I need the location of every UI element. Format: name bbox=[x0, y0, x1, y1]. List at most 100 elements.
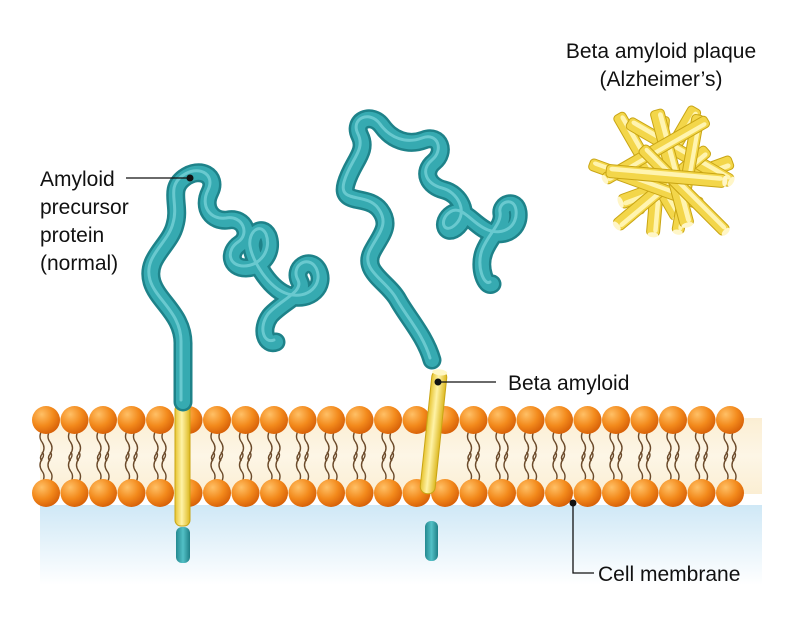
cytoplasm-region bbox=[40, 505, 762, 585]
lipid-head bbox=[459, 406, 488, 434]
lipid-tail bbox=[731, 451, 737, 484]
lipid-head bbox=[260, 406, 288, 434]
lipid-tails bbox=[39, 429, 737, 484]
lipid-head bbox=[488, 479, 516, 507]
lipid-tail bbox=[495, 429, 501, 462]
lipid-tail bbox=[694, 429, 701, 462]
lipid-head bbox=[288, 406, 317, 434]
lipid-tail bbox=[531, 429, 538, 462]
lipid-head bbox=[630, 479, 659, 507]
beta-amyloid-label: Beta amyloid bbox=[508, 372, 629, 395]
lipid-head bbox=[32, 479, 60, 507]
lipid-head bbox=[146, 479, 174, 507]
lipid-tail bbox=[75, 429, 82, 462]
app-leader-dot bbox=[186, 174, 194, 182]
lipid-tail bbox=[246, 451, 253, 484]
lipid-tail bbox=[39, 451, 45, 484]
lipid-head bbox=[231, 406, 260, 434]
cell-membrane-label: Cell membrane bbox=[598, 563, 740, 586]
lipid-tail bbox=[295, 451, 302, 484]
lipid-tail bbox=[674, 451, 680, 484]
lipid-tail bbox=[96, 429, 102, 462]
lipid-tail bbox=[104, 429, 110, 462]
lipid-tail bbox=[132, 451, 139, 484]
lipid-tail bbox=[702, 429, 709, 462]
lipid-tail bbox=[474, 451, 481, 484]
lipid-tail bbox=[381, 451, 387, 484]
lipid-head bbox=[203, 479, 231, 507]
lipid-tail bbox=[531, 451, 538, 484]
lipid-head bbox=[602, 479, 630, 507]
lipid-head bbox=[687, 479, 716, 507]
lipid-tail bbox=[47, 429, 53, 462]
lipid-head bbox=[545, 479, 573, 507]
lipid-head bbox=[459, 479, 488, 507]
lipid-tail bbox=[617, 429, 623, 462]
lipid-tail bbox=[560, 451, 566, 484]
beta-amyloid-leader-dot bbox=[434, 378, 442, 386]
lipid-tail bbox=[352, 451, 359, 484]
lipid-tail bbox=[560, 429, 566, 462]
amyloid-precursor-protein bbox=[141, 163, 330, 412]
lipid-tail bbox=[332, 429, 338, 462]
leader-lines bbox=[126, 174, 594, 574]
lipid-heads-inner-layer bbox=[32, 479, 744, 507]
lipid-tail bbox=[246, 429, 253, 462]
lipid-head bbox=[89, 479, 117, 507]
lipid-tail bbox=[324, 429, 330, 462]
lipid-tail bbox=[238, 429, 245, 462]
lipid-tail bbox=[495, 451, 501, 484]
app-transmembrane-segment bbox=[174, 403, 191, 527]
lipid-head bbox=[374, 479, 402, 507]
lipid-tail bbox=[588, 429, 595, 462]
lipid-tail bbox=[637, 429, 644, 462]
beta-amyloid-plaque bbox=[588, 105, 735, 238]
lipid-head bbox=[60, 406, 89, 434]
lipid-head bbox=[573, 406, 602, 434]
lipid-head bbox=[317, 406, 345, 434]
lipid-tail bbox=[523, 451, 530, 484]
lipid-tail bbox=[666, 451, 672, 484]
lipid-tail bbox=[275, 429, 281, 462]
lipid-head bbox=[545, 406, 573, 434]
lipid-tail bbox=[580, 451, 587, 484]
lipid-tail bbox=[303, 451, 310, 484]
lipid-head bbox=[117, 406, 146, 434]
lipid-head bbox=[231, 479, 260, 507]
lipid-tail bbox=[474, 429, 481, 462]
lipid-head bbox=[345, 406, 374, 434]
lipid-tail bbox=[295, 429, 302, 462]
lipid-head bbox=[60, 479, 89, 507]
lipid-head bbox=[716, 406, 744, 434]
lipid-tail bbox=[694, 451, 701, 484]
lipid-tail bbox=[267, 451, 273, 484]
lipid-tail bbox=[723, 451, 729, 484]
lipid-tail bbox=[552, 429, 558, 462]
lipid-head bbox=[716, 479, 744, 507]
lipid-tail bbox=[723, 429, 729, 462]
lipid-tail bbox=[210, 451, 216, 484]
lipid-tail bbox=[674, 429, 680, 462]
lipid-tail bbox=[218, 451, 224, 484]
lipid-head bbox=[288, 479, 317, 507]
lipid-head bbox=[402, 406, 431, 434]
lipid-head bbox=[431, 479, 459, 507]
lipid-head bbox=[260, 479, 288, 507]
lipid-tail bbox=[381, 429, 387, 462]
lipid-tail bbox=[124, 429, 131, 462]
lipid-tail bbox=[617, 451, 623, 484]
lipid-tail bbox=[389, 451, 395, 484]
lipid-tail bbox=[523, 429, 530, 462]
plaque-fibril bbox=[638, 144, 730, 236]
lipid-tail bbox=[210, 429, 216, 462]
lipid-head bbox=[630, 406, 659, 434]
lipid-tail bbox=[637, 451, 644, 484]
lipid-tail bbox=[389, 429, 395, 462]
lipid-head bbox=[687, 406, 716, 434]
cleaved-cytoplasmic-tail bbox=[425, 521, 438, 561]
lipid-tail bbox=[104, 451, 110, 484]
lipid-tail bbox=[96, 451, 102, 484]
lipid-tail bbox=[218, 429, 224, 462]
lipid-tail bbox=[352, 429, 359, 462]
lipid-tail bbox=[161, 429, 167, 462]
